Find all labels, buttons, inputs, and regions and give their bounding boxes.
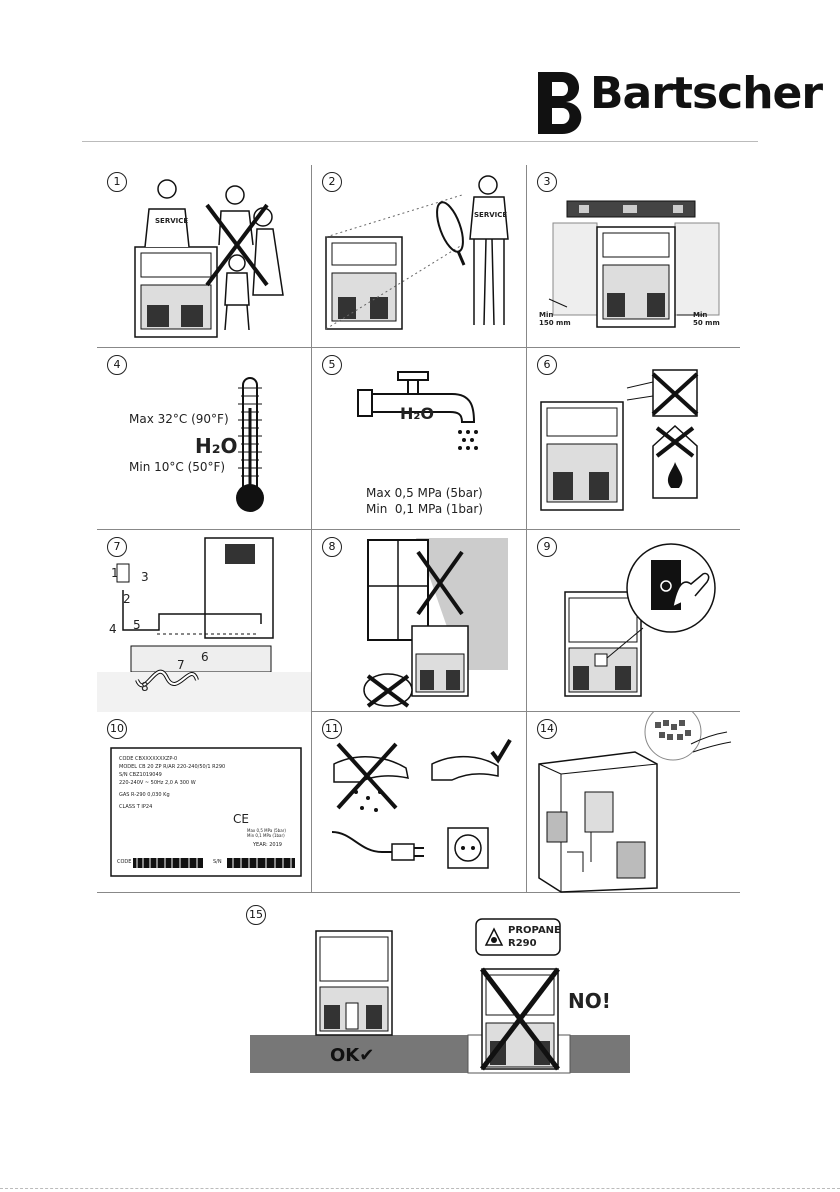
step-number: 5: [322, 355, 342, 375]
clearance-illustration: [548, 200, 720, 328]
step-number: 1: [107, 172, 127, 192]
step-number: 4: [107, 355, 127, 375]
step-5-panel: 5 H₂O Max 0,5 MPa (5bar) Min 0,1 MPa (1b…: [312, 348, 526, 530]
callout-4: 4: [109, 622, 117, 636]
step-number: 9: [537, 537, 557, 557]
grid-divider: [97, 529, 740, 530]
brand-logo: Bartscher: [532, 66, 823, 138]
step-number: 10: [107, 719, 127, 739]
callout-6: 6: [201, 650, 209, 664]
no-sun-no-dust-illustration: [363, 538, 508, 708]
plate-barcode-sn-label: S/N: [213, 859, 222, 865]
callout-3: 3: [141, 570, 149, 584]
plate-model: MODEL CB 20 ZP R/AR 220-240/50/1 R290: [119, 764, 226, 770]
water-tap-icon: [357, 371, 478, 450]
service-only-illustration: [134, 179, 284, 338]
min-pressure: Min 0,1 MPa (1bar): [366, 502, 483, 516]
ce-mark: CE: [233, 812, 249, 826]
plate-pressure: Max 0,5 MPa (5bar) Min 0,1 MPa (1bar): [247, 828, 286, 838]
step-8-panel: 8: [312, 530, 526, 712]
step-number: 8: [322, 537, 342, 557]
power-switch-illustration: [564, 543, 716, 697]
plate-year: YEAR: 2019: [253, 842, 282, 848]
max-temperature: Max 32°C (90°F): [129, 412, 229, 426]
grid-divider: [97, 347, 740, 348]
step-6-panel: 6: [527, 348, 741, 530]
callout-8: 8: [141, 680, 149, 694]
step-number: 3: [537, 172, 557, 192]
installation-level-illustration: [250, 918, 630, 1074]
step-15-panel: 15 PROPANE R290 NO! OK✔: [246, 905, 636, 1077]
min-temperature: Min 10°C (50°F): [129, 460, 226, 474]
plate-code: CODE CBXXXXXXXZP-0: [119, 756, 178, 762]
step-1-panel: 1 SERVICE: [97, 165, 311, 347]
ok-label: OK✔: [330, 1045, 375, 1066]
step-4-panel: 4 Max 32°C (90°F) H₂O Min 10°C (50°F): [97, 348, 311, 530]
step-number: 7: [107, 537, 127, 557]
clearance-left-label: Min 150 mm: [539, 311, 571, 327]
step-number: 15: [246, 905, 266, 925]
callout-7: 7: [177, 658, 185, 672]
grid-divider: [97, 711, 740, 712]
step-9-panel: 9: [527, 530, 741, 712]
page-bottom-edge: [0, 1188, 840, 1189]
callout-5: 5: [133, 618, 141, 632]
step-number: 6: [537, 355, 557, 375]
grid-divider: [97, 892, 740, 893]
plate-barcode-code-label: CODE: [117, 859, 132, 865]
thermometer-icon: [236, 377, 264, 512]
callout-2: 2: [123, 592, 131, 606]
step-7-panel: 7 1 2 3 4 5 6 7 8: [97, 530, 311, 712]
plate-gas: GAS R-290 0,030 Kg: [119, 792, 170, 798]
no-label: NO!: [568, 989, 611, 1013]
propane-label: PROPANE: [508, 925, 561, 936]
step-3-panel: 3 Min 150 mm Min 50 mm: [527, 165, 741, 347]
inspection-illustration: [325, 175, 509, 330]
step-number: 2: [322, 172, 342, 192]
brand-name: Bartscher: [590, 68, 823, 119]
r290-label: R290: [508, 938, 537, 949]
step-number: 14: [537, 719, 557, 739]
callout-1: 1: [111, 566, 119, 580]
logo-mark: [538, 72, 582, 134]
plate-serial: S/N CBZ1019049: [119, 772, 162, 778]
plate-power: 220-240V ~ 50Hz 2,0 A 300 W: [119, 780, 196, 786]
dry-hands-electrical-illustration: [331, 738, 512, 869]
no-heat-source-illustration: [540, 369, 699, 511]
shirt-label: SERVICE: [474, 211, 508, 219]
step-2-panel: 2 SERVICE: [312, 165, 526, 347]
max-pressure: Max 0,5 MPa (5bar): [366, 486, 483, 500]
step-number: 11: [322, 719, 342, 739]
water-label: H₂O: [400, 404, 434, 423]
header-rule: [82, 141, 758, 142]
water-label: H₂O: [195, 434, 238, 458]
clearance-right-label: Min 50 mm: [693, 311, 720, 327]
internal-view-illustration: [538, 712, 732, 893]
shirt-label: SERVICE: [155, 217, 189, 225]
instruction-grid: 1 SERVICE 2: [97, 165, 740, 893]
plate-class: CLASS T IP24: [119, 804, 153, 810]
step-10-panel: 10 CODE CBXXXXXXXZP-0 MODEL CB 20 ZP R/A…: [97, 712, 311, 894]
installation-diagram: [97, 537, 311, 712]
step-14-panel: 14: [527, 712, 741, 894]
rating-plate-frame: [110, 747, 302, 877]
step-11-panel: 11: [312, 712, 526, 894]
